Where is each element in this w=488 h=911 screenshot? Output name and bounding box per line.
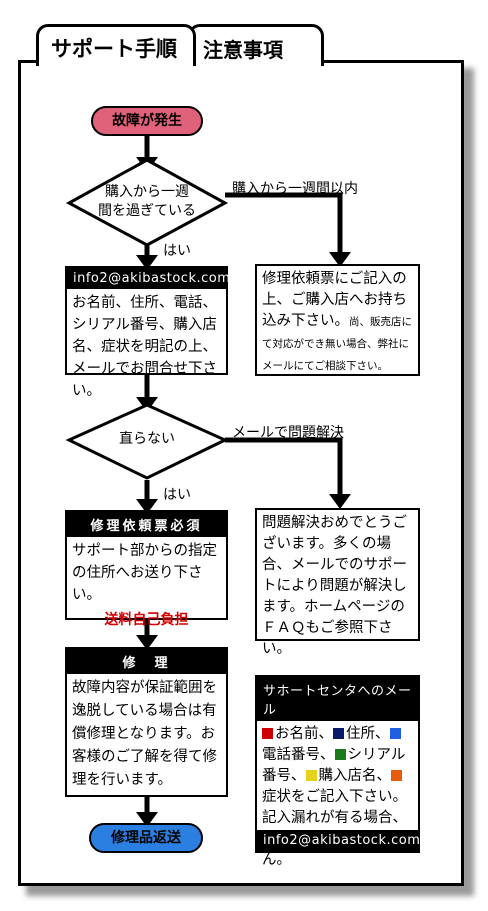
repair-header: 修 理 xyxy=(67,649,226,674)
repair-text: 故障内容が保証範囲を逸脱している場合は有償修理となります。お客様のご了解を得て修… xyxy=(72,680,217,788)
end-node: 修理品返送 xyxy=(89,823,203,853)
connector-d1-no xyxy=(225,192,343,255)
start-node: 故障が発生 xyxy=(91,106,203,136)
decision-2-yes-label: はい xyxy=(163,487,191,503)
red-square-icon xyxy=(262,728,273,739)
arrowhead xyxy=(329,494,351,509)
decision-2-text: 直らない xyxy=(119,431,175,447)
tab-support-steps[interactable]: サポート手順 xyxy=(36,24,196,66)
item-symptom: 症状 xyxy=(262,789,291,805)
decision-diamond-1 xyxy=(65,158,229,247)
store-repair-note: 尚、販売店にて対応ができ無い場合、弊社にメールにてご相談下さい。 xyxy=(262,316,412,372)
store-repair-text: 修理依頼票にご記入の上、ご購入店へお持ち込み下さい。 xyxy=(262,271,407,329)
decision-diamond-2 xyxy=(65,403,229,480)
orange-square-icon xyxy=(391,770,402,781)
decision-1-text: 購入から一週 間を過ぎている xyxy=(90,183,204,221)
arrowhead xyxy=(136,812,158,827)
decision-1-no-label: 購入から一週間以内 xyxy=(232,181,358,197)
tab-notes-label: 注意事項 xyxy=(203,38,283,62)
arrowhead xyxy=(136,499,158,514)
item-phone: 電話番号、 xyxy=(262,747,335,763)
blue-square-icon xyxy=(389,728,401,739)
email-inquiry-box: info2@akibastock.com お名前、住所、電話、シリアル番号、購入… xyxy=(65,266,230,399)
support-center-body: お名前、住所、電話番号、シリアル番号、購入店名、症状をご記入下さい。記入漏れが有… xyxy=(257,721,418,874)
item-serial: シリアル番号、 xyxy=(262,747,406,784)
item-store: 購入店名、 xyxy=(318,768,392,784)
support-center-footer-email[interactable]: info2@akibastock.com xyxy=(257,830,420,851)
arrowhead xyxy=(329,252,351,267)
store-repair-box: 修理依頼票にご記入の上、ご購入店へお持ち込み下さい。尚、販売店にて対応ができ無い… xyxy=(255,264,420,376)
arrowhead xyxy=(136,255,158,270)
item-address: 住所、 xyxy=(346,726,390,742)
yellow-square-icon xyxy=(305,770,317,781)
decision-2-no-label: メールで問題解決 xyxy=(232,425,344,441)
tab-support-label: サポート手順 xyxy=(51,37,177,61)
email-inquiry-text: お名前、住所、電話、シリアル番号、購入店名、症状を明記の上、メールでお問合せ下さ… xyxy=(72,295,217,399)
green-square-icon xyxy=(334,749,346,760)
shipping-note: 送料自己負担 xyxy=(104,612,189,628)
email-address: info2@akibastock.com xyxy=(67,268,230,289)
problem-solved-box: 問題解決おめでとうございます。多くの場合、メールでのサポートにより問題が解決しま… xyxy=(255,508,420,657)
tab-notes[interactable]: 注意事項 xyxy=(188,24,324,66)
repair-form-box: 修理依頼票必須 サポート部からの指定の住所へお送り下さい。 送料自己負担 xyxy=(65,510,228,628)
decision-1-line2: 間を過ぎている xyxy=(98,203,196,219)
support-center-box: サホートセンタへのメール お名前、住所、電話番号、シリアル番号、購入店名、症状を… xyxy=(255,675,420,868)
decision-1-line1: 購入から一週 xyxy=(105,184,189,200)
decision-1-yes-label: はい xyxy=(163,243,191,259)
item-name: お名前、 xyxy=(275,726,333,742)
connector-d2-no xyxy=(225,437,343,497)
repair-box: 修 理 故障内容が保証範囲を逸脱している場合は有償修理となります。お客様のご了解… xyxy=(65,647,228,797)
problem-solved-text: 問題解決おめでとうございます。多くの場合、メールでのサポートにより問題が解決しま… xyxy=(262,515,407,657)
navy-square-icon xyxy=(333,728,344,739)
repair-form-header: 修理依頼票必須 xyxy=(67,512,226,537)
repair-form-text: サポート部からの指定の住所へお送り下さい。 xyxy=(72,543,217,603)
support-center-header: サホートセンタへのメール xyxy=(257,677,418,721)
arrowhead xyxy=(136,635,158,650)
